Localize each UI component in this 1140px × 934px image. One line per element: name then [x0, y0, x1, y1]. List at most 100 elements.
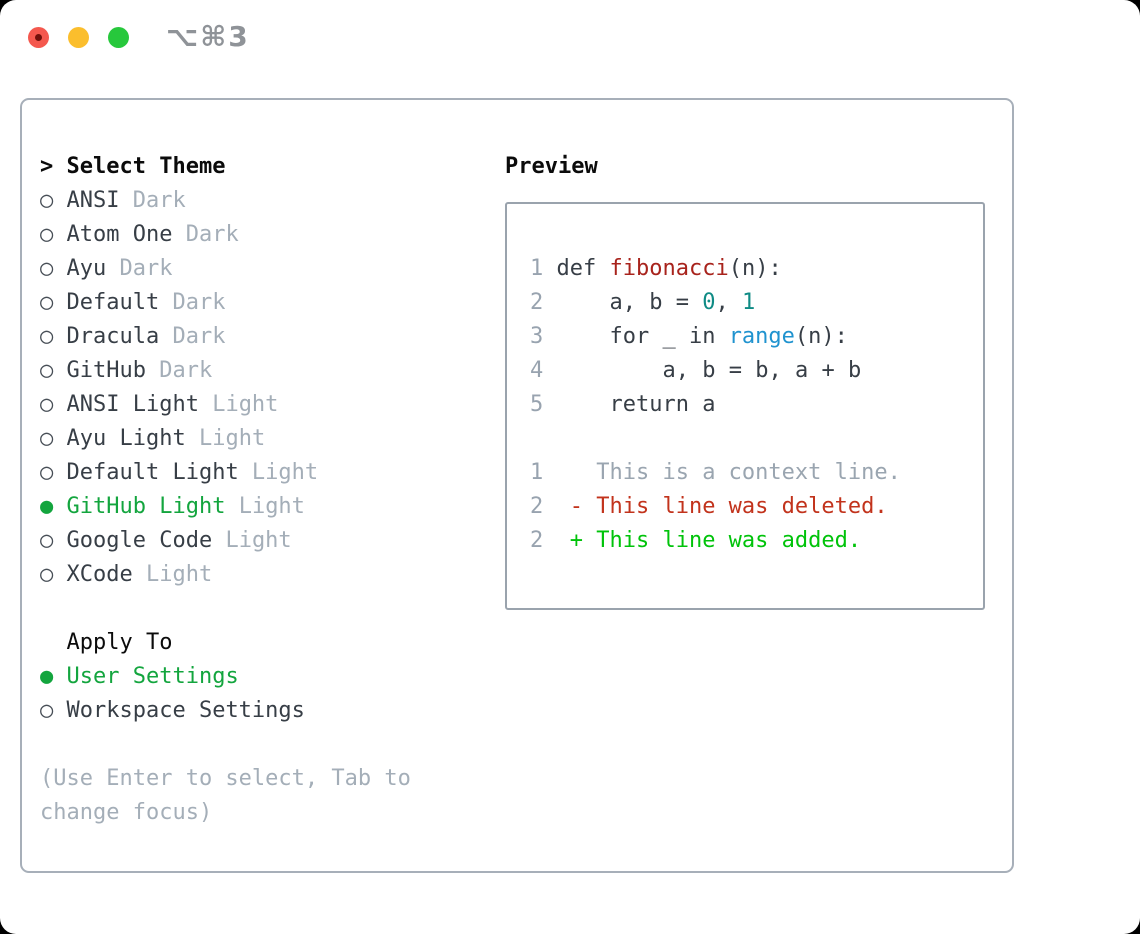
- code-token-plain: (n):: [794, 324, 848, 349]
- hint-line-2: change focus): [40, 800, 213, 825]
- radio-selected-icon: ●: [40, 664, 67, 689]
- theme-variant: Dark: [106, 256, 173, 281]
- hint-line-1: (Use Enter to select, Tab to: [40, 766, 411, 791]
- theme-name: ANSI Light: [66, 392, 199, 417]
- theme-name: Ayu Light: [66, 426, 186, 451]
- code-token-del: - This line was deleted.: [556, 494, 888, 519]
- theme-name: Ayu: [66, 256, 107, 281]
- theme-name: Atom One: [66, 222, 173, 247]
- theme-name: Default Light: [66, 460, 239, 485]
- code-token-builtin: range: [728, 324, 795, 349]
- theme-variant: Dark: [119, 188, 186, 213]
- line-number: 4: [530, 358, 557, 383]
- theme-variant: Light: [132, 562, 213, 587]
- code-line: 3 for _ in range(n):: [530, 320, 983, 354]
- code-line: 1 This is a context line.: [530, 456, 983, 490]
- prompt-caret: >: [40, 154, 67, 179]
- apply-option-label: Workspace Settings: [66, 698, 305, 723]
- theme-item-ansi[interactable]: ○ ANSI Dark: [40, 184, 411, 218]
- radio-icon: ○: [40, 698, 67, 723]
- apply-option-user-settings[interactable]: ● User Settings: [40, 660, 411, 694]
- theme-item-xcode[interactable]: ○ XCode Light: [40, 558, 411, 592]
- code-line: 2 - This line was deleted.: [530, 490, 983, 524]
- theme-variant: Light: [225, 494, 305, 519]
- zoom-button[interactable]: [108, 27, 129, 48]
- code-token-plain: ,: [768, 358, 795, 383]
- radio-icon: ○: [40, 392, 67, 417]
- code-line: 2 + This line was added.: [530, 524, 983, 558]
- line-number: 1: [530, 256, 557, 281]
- close-button[interactable]: [28, 27, 49, 48]
- code-token-plain: (n):: [728, 256, 782, 281]
- radio-icon: ○: [40, 290, 67, 315]
- theme-name: Dracula: [66, 324, 160, 349]
- theme-variant: Dark: [159, 324, 226, 349]
- theme-item-dracula[interactable]: ○ Dracula Dark: [40, 320, 411, 354]
- apply-to-title: Apply To: [66, 630, 173, 655]
- code-token-context: This is a context line.: [556, 460, 901, 485]
- code-token-var: b: [702, 358, 716, 383]
- radio-icon: ○: [40, 324, 67, 349]
- radio-icon: ○: [40, 188, 67, 213]
- theme-item-ansi-light[interactable]: ○ ANSI Light Light: [40, 388, 411, 422]
- theme-item-default[interactable]: ○ Default Dark: [40, 286, 411, 320]
- radio-icon: ○: [40, 426, 67, 451]
- theme-variant: Dark: [159, 290, 226, 315]
- theme-selector-panel: > Select Theme ○ ANSI Dark○ Atom One Dar…: [20, 98, 1014, 873]
- radio-icon: ○: [40, 562, 67, 587]
- theme-item-github[interactable]: ○ GitHub Dark: [40, 354, 411, 388]
- theme-variant: Light: [198, 392, 279, 417]
- line-number: 3: [530, 324, 557, 349]
- spacer: [40, 592, 411, 626]
- code-token-var: b: [649, 290, 663, 315]
- theme-item-atom-one[interactable]: ○ Atom One Dark: [40, 218, 411, 252]
- code-token-var: a: [609, 290, 623, 315]
- radio-icon: ○: [40, 528, 67, 553]
- apply-to-list: ● User Settings○ Workspace Settings: [40, 660, 411, 728]
- theme-name: XCode: [66, 562, 133, 587]
- hint-text: (Use Enter to select, Tab to change focu…: [40, 762, 411, 830]
- code-token-plain: ,: [675, 358, 703, 383]
- minimize-button[interactable]: [68, 27, 89, 48]
- code-token-var: a: [702, 392, 716, 417]
- theme-variant: Light: [185, 426, 266, 451]
- code-token-plain: =: [662, 290, 703, 315]
- code-token-num: 0: [702, 290, 716, 315]
- code-line: [530, 422, 983, 456]
- theme-name: GitHub Light: [66, 494, 226, 519]
- code-token-plain: ,: [622, 290, 650, 315]
- code-token-plain: for _ in: [556, 324, 729, 349]
- preview-column: Preview 1 def fibonacci(n):2 a, b = 0, 1…: [505, 150, 985, 610]
- code-token-plain: ,: [715, 290, 742, 315]
- theme-item-github-light[interactable]: ● GitHub Light Light: [40, 490, 411, 524]
- apply-option-workspace-settings[interactable]: ○ Workspace Settings: [40, 694, 411, 728]
- radio-selected-icon: ●: [40, 494, 67, 519]
- line-number: 2: [530, 290, 557, 315]
- code-token-plain: return: [556, 392, 703, 417]
- code-line: 5 return a: [530, 388, 983, 422]
- radio-icon: ○: [40, 358, 67, 383]
- preview-header: Preview: [505, 150, 985, 184]
- code-token-var: b: [755, 358, 769, 383]
- theme-item-default-light[interactable]: ○ Default Light Light: [40, 456, 411, 490]
- code-token-plain: [557, 290, 610, 315]
- preview-title: Preview: [505, 154, 598, 179]
- code-token-plain: +: [808, 358, 848, 383]
- theme-variant: Light: [212, 528, 292, 553]
- theme-item-ayu-light[interactable]: ○ Ayu Light Light: [40, 422, 411, 456]
- theme-item-ayu[interactable]: ○ Ayu Dark: [40, 252, 411, 286]
- code-token-func: fibonacci: [609, 256, 729, 281]
- code-token-var: a: [794, 358, 809, 383]
- apply-option-label: User Settings: [66, 664, 239, 689]
- spacer: [40, 728, 411, 762]
- apply-to-header: Apply To: [40, 626, 411, 660]
- code-line: 4 a, b = b, a + b: [530, 354, 983, 388]
- radio-icon: ○: [40, 222, 67, 247]
- theme-item-google-code[interactable]: ○ Google Code Light: [40, 524, 411, 558]
- code-token-plain: =: [715, 358, 756, 383]
- line-number: 2: [530, 528, 557, 553]
- select-theme-header: > Select Theme: [40, 150, 411, 184]
- code-token-num: 1: [741, 290, 756, 315]
- line-number: 1: [530, 460, 557, 485]
